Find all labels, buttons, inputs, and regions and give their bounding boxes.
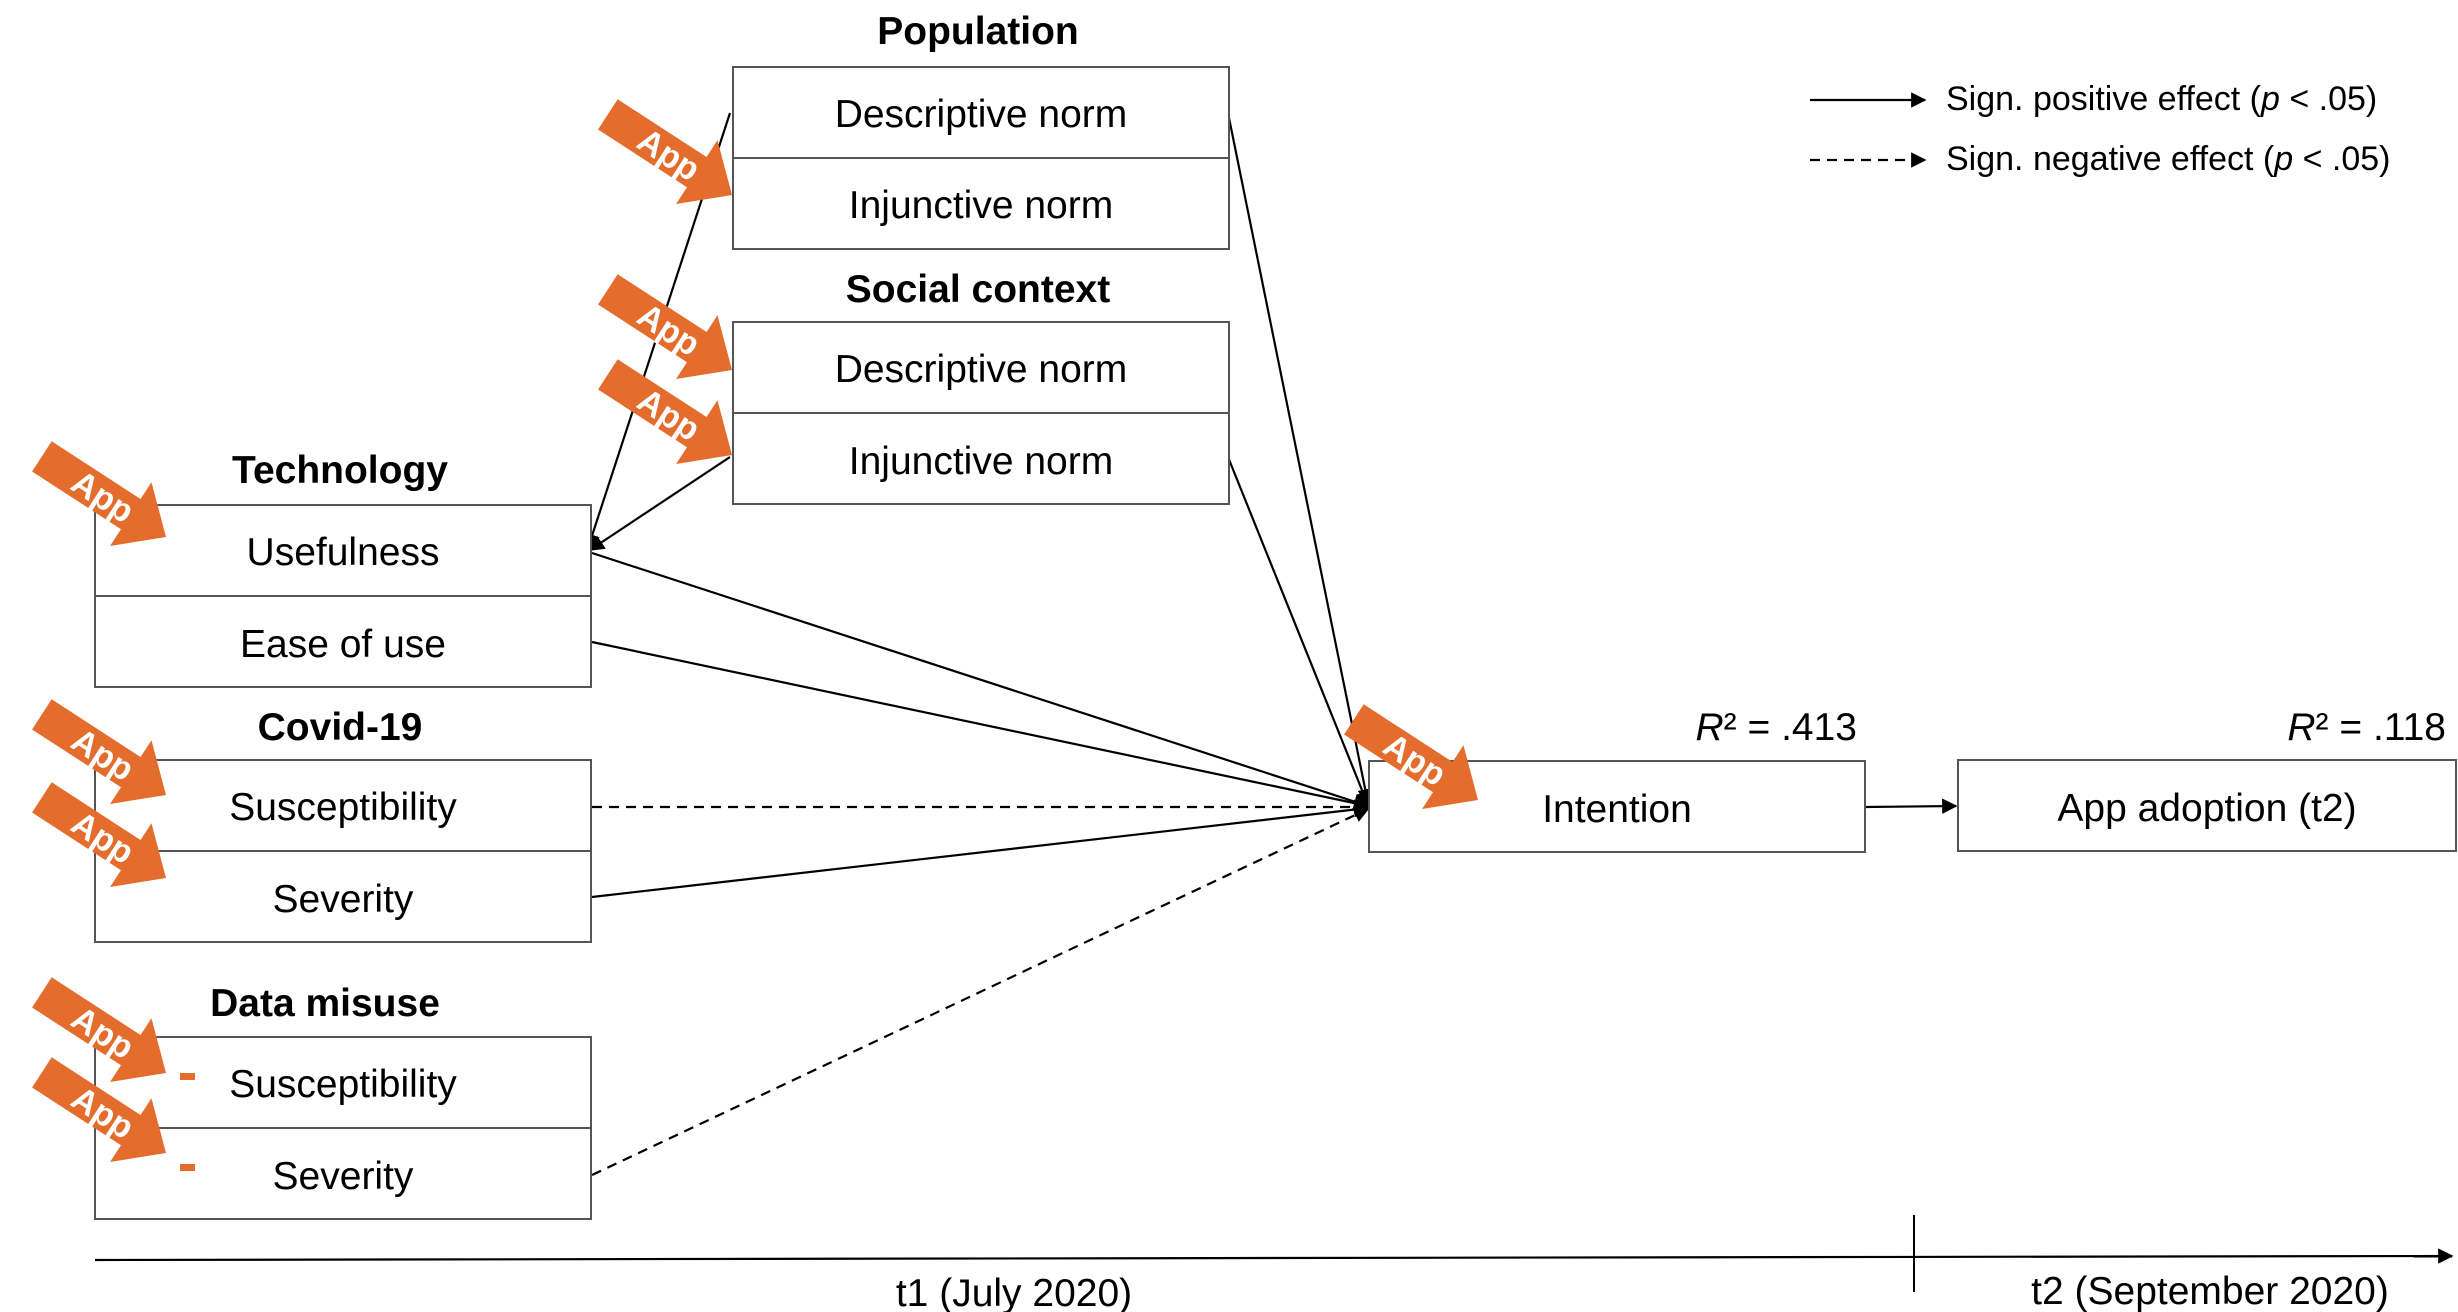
path-social-injunctive-to-intention xyxy=(1226,456,1370,807)
path-intention-to-adoption xyxy=(1864,798,1958,814)
path-data-severity-to-intention xyxy=(591,807,1370,1176)
adoption-r2: R² = .118 xyxy=(2287,706,2446,749)
covid19-title: Covid-19 xyxy=(258,706,423,749)
social-context-group: Social context Descriptive norm Injuncti… xyxy=(732,268,1230,505)
population-injunctive-norm: Injunctive norm xyxy=(849,184,1113,227)
path-social-injunctive-to-usefulness xyxy=(588,456,731,551)
data-misuse-susceptibility: Susceptibility xyxy=(229,1063,457,1106)
legend: Sign. positive effect (p < .05) Sign. ne… xyxy=(1810,80,2391,178)
social-context-title: Social context xyxy=(846,268,1110,311)
legend-positive-label: Sign. positive effect (p < .05) xyxy=(1946,80,2377,118)
social-descriptive-norm: Descriptive norm xyxy=(835,348,1128,391)
timeline-t1-label: t1 (July 2020) xyxy=(896,1272,1132,1312)
population-descriptive-norm: Descriptive norm xyxy=(835,93,1128,136)
data-misuse-severity-minus xyxy=(180,1164,195,1171)
technology-title: Technology xyxy=(232,449,448,492)
adoption-label: App adoption (t2) xyxy=(2057,787,2356,830)
path-ease-to-intention xyxy=(591,640,1370,811)
data-misuse-group: Data misuse Susceptibility Severity xyxy=(94,982,592,1220)
data-misuse-title: Data misuse xyxy=(210,982,440,1025)
technology-usefulness: Usefulness xyxy=(247,531,440,574)
intention-label: Intention xyxy=(1542,788,1692,831)
covid19-severity: Severity xyxy=(273,878,414,921)
population-group: Population Descriptive norm Injunctive n… xyxy=(732,10,1230,250)
path-population-to-intention xyxy=(1226,112,1373,805)
covid19-susceptibility: Susceptibility xyxy=(229,786,457,829)
timeline-t2-label: t2 (September 2020) xyxy=(2031,1270,2389,1312)
intention-group: R² = .413 Intention xyxy=(1368,706,1866,853)
path-arrows xyxy=(584,112,1958,1176)
technology-ease-of-use: Ease of use xyxy=(240,623,446,666)
timeline-axis xyxy=(94,1248,2454,1264)
data-misuse-severity: Severity xyxy=(273,1155,414,1198)
legend-negative-label: Sign. negative effect (p < .05) xyxy=(1946,140,2391,178)
intention-box xyxy=(1368,760,1866,853)
population-title: Population xyxy=(877,10,1078,53)
data-misuse-susceptibility-minus xyxy=(180,1073,195,1080)
path-covid-severity-to-intention xyxy=(591,801,1370,899)
adoption-box xyxy=(1957,759,2457,852)
adoption-group: R² = .118 App adoption (t2) xyxy=(1957,706,2457,852)
social-injunctive-norm: Injunctive norm xyxy=(849,440,1113,483)
timeline: t1 (July 2020) t2 (September 2020) xyxy=(94,1215,2454,1312)
technology-group: Technology Usefulness Ease of use xyxy=(94,449,592,688)
covid19-group: Covid-19 Susceptibility Severity xyxy=(94,706,592,943)
path-usefulness-to-intention xyxy=(591,551,1370,810)
intention-r2: R² = .413 xyxy=(1695,706,1857,749)
app-arrow-population: App xyxy=(587,82,753,227)
